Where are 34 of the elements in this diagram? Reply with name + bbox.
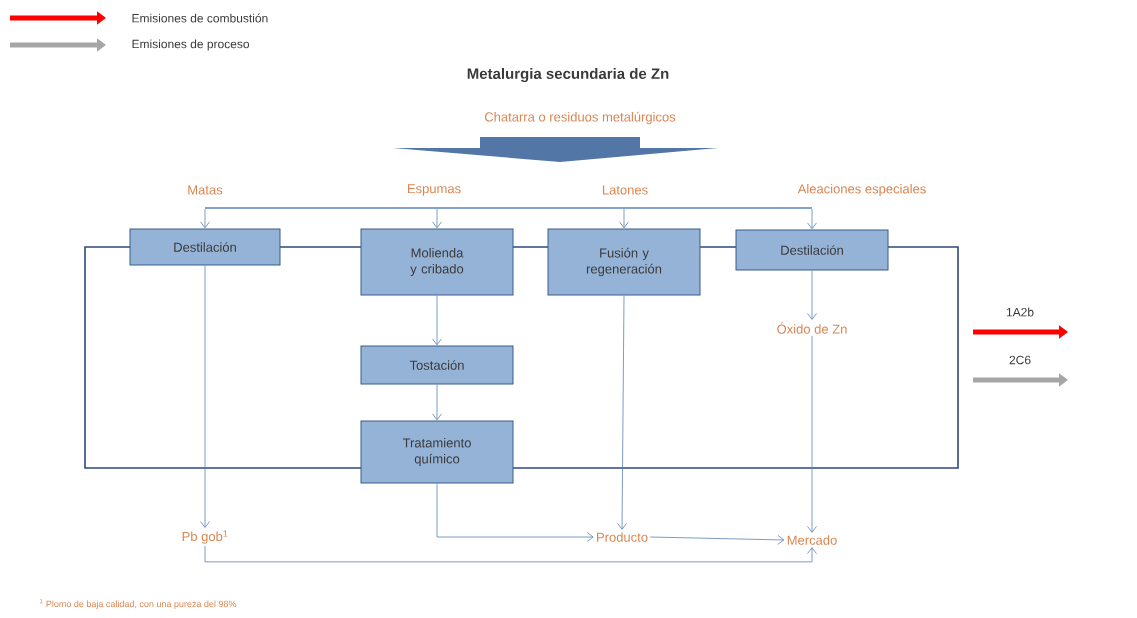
process-box: Destilación [735,229,889,271]
emission-code: 2C6 [1009,355,1031,365]
arrow [619,208,629,229]
arrow [432,208,442,229]
flow-label: Óxido de Zn [777,322,847,334]
arrow [617,295,627,530]
legend-text: Emisiones de combustión [132,13,268,23]
footnote: $^{1}$ Plomo de baja calidad, con una pureza del 98% [40,599,237,609]
flow-label: Chatarra o residuos metalúrgicos [484,111,676,125]
legend-text: Emisiones de proceso [132,39,250,51]
process-box: Tostación [360,345,514,385]
flow-label: Pb gob$^{1}$ [182,530,228,544]
title: Metalurgia secundaria de Zn [467,68,669,83]
arrow [807,335,817,533]
flow-label: Aleaciones especiales [797,183,926,197]
arrow [200,208,210,229]
arrow [807,208,817,230]
emission-code: 1A2b [1006,307,1034,317]
flow-label: Producto [597,532,648,542]
arrow [649,534,785,545]
arrow [432,384,442,421]
flow-label: Latones [602,185,648,195]
arrow [204,545,817,563]
flow-label: Mercado [787,535,837,545]
process-box: Fusión y regeneración [547,228,701,296]
arrow [432,295,442,346]
process-box: Destilación [129,228,281,266]
flow-label: Espumas [408,184,461,196]
arrow [807,270,817,320]
arrow [200,265,210,528]
flow-label: Matas [188,185,223,195]
process-box: Molienda y cribado [360,228,514,296]
process-box: Tratamiento químico [360,420,514,484]
arrow [436,483,594,542]
